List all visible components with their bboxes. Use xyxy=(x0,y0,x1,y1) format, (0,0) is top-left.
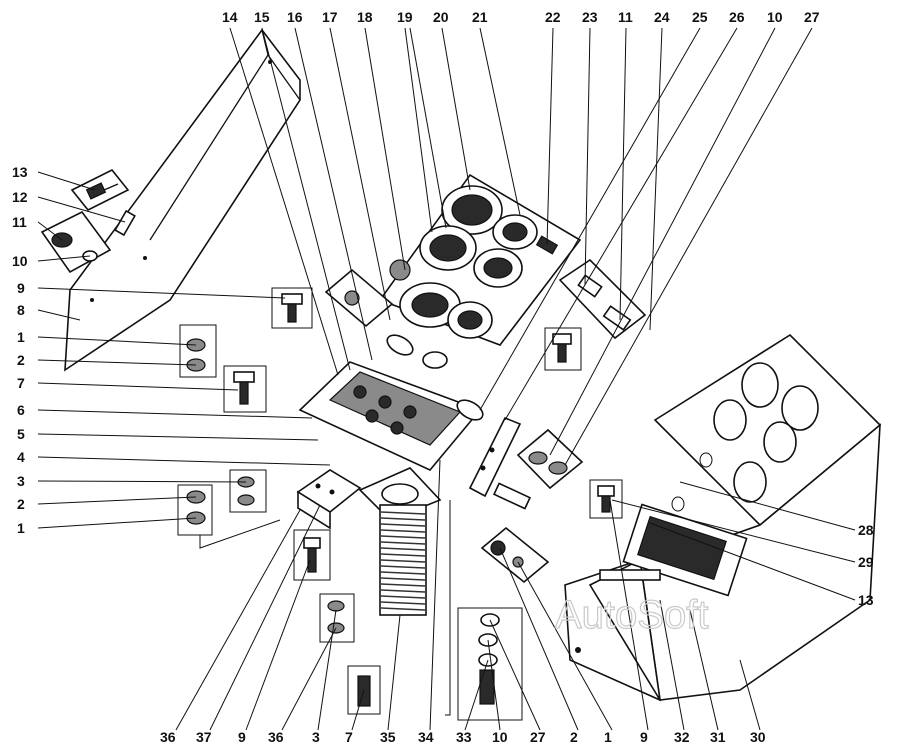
callout-top-6: 19 xyxy=(397,9,413,25)
callout-right-3: 13 xyxy=(858,592,874,608)
lamp-inset xyxy=(324,268,394,328)
callout-top-10: 23 xyxy=(582,9,598,25)
callout-top-7: 20 xyxy=(433,9,449,25)
callout-left-5: 9 xyxy=(17,280,25,296)
hose-rib xyxy=(380,565,426,569)
washer-group-left-lower xyxy=(177,484,213,536)
callout-top-3: 16 xyxy=(287,9,303,25)
callout-top-12: 24 xyxy=(654,9,670,25)
callout-left-1: 13 xyxy=(12,164,28,180)
callout-left-12: 4 xyxy=(17,449,25,465)
bolt-inset-37 xyxy=(293,529,331,581)
callout-left-15: 1 xyxy=(17,520,25,536)
hose-rib xyxy=(380,595,426,599)
callout-top-1: 14 xyxy=(222,9,238,25)
hose-rib xyxy=(380,589,426,593)
callout-left-7: 1 xyxy=(17,329,25,345)
leader-lines xyxy=(37,27,856,731)
callout-top-8: 21 xyxy=(472,9,488,25)
callout-left-6: 8 xyxy=(17,302,25,318)
callout-left-8: 2 xyxy=(17,352,25,368)
watermark-text: AutoSoft xyxy=(555,593,708,637)
washer-inset-26 xyxy=(516,428,584,490)
callout-top-11: 11 xyxy=(618,9,633,25)
bolt-inset-28 xyxy=(589,479,623,519)
indicator-bulbs xyxy=(386,334,484,421)
callout-bottom-16: 31 xyxy=(710,729,726,745)
callout-left-9: 7 xyxy=(17,375,25,391)
hose-rib xyxy=(380,535,426,539)
callout-bottom-6: 7 xyxy=(345,729,353,745)
hose-rib xyxy=(380,517,426,521)
callout-bottom-10: 10 xyxy=(492,729,508,745)
corrugated-hose xyxy=(358,467,442,616)
washer-group-center-left xyxy=(229,469,267,513)
hose-rib xyxy=(380,583,426,587)
screw-inset-top-left xyxy=(70,168,130,212)
callout-bottom-4: 36 xyxy=(268,729,284,745)
washer-inset-36 xyxy=(319,593,355,643)
hose-rib xyxy=(380,577,426,581)
callout-top-2: 15 xyxy=(254,9,270,25)
callout-left-4: 10 xyxy=(12,253,28,269)
callout-bottom-14: 9 xyxy=(640,729,648,745)
callout-right-2: 29 xyxy=(858,554,874,570)
switch-block xyxy=(298,361,482,471)
hose-rib xyxy=(380,511,426,515)
hose-rib xyxy=(380,571,426,575)
callout-bottom-8: 34 xyxy=(418,729,434,745)
callout-top-4: 17 xyxy=(322,9,338,25)
bolt-inset-7 xyxy=(223,365,267,413)
callout-bottom-12: 2 xyxy=(570,729,578,745)
hose-rib xyxy=(380,559,426,563)
callouts-right: 28 29 13 xyxy=(858,522,874,608)
washer-group-left-upper xyxy=(179,324,217,378)
hose-rib xyxy=(380,607,426,611)
relay-box xyxy=(296,469,362,530)
hose-rib xyxy=(380,529,426,533)
callout-top-9: 22 xyxy=(545,9,561,25)
callout-top-15: 10 xyxy=(767,9,783,25)
hose-rib xyxy=(380,553,426,557)
callout-right-1: 28 xyxy=(858,522,874,538)
callout-bottom-11: 27 xyxy=(530,729,546,745)
callout-left-2: 12 xyxy=(12,189,28,205)
callout-bottom-15: 32 xyxy=(674,729,690,745)
callout-bottom-17: 30 xyxy=(750,729,766,745)
connector-inset-22 xyxy=(558,258,647,340)
bolt-inset-11 xyxy=(544,327,582,371)
callout-bottom-3: 9 xyxy=(238,729,246,745)
callout-bottom-13: 1 xyxy=(604,729,612,745)
instrument-housing xyxy=(564,333,882,702)
callout-bottom-7: 35 xyxy=(380,729,396,745)
hose-rib xyxy=(380,601,426,605)
callout-bottom-9: 33 xyxy=(456,729,472,745)
callout-top-13: 25 xyxy=(692,9,708,25)
callout-bottom-1: 36 xyxy=(160,729,176,745)
hose-rib xyxy=(380,541,426,545)
callout-left-14: 2 xyxy=(17,496,25,512)
callout-left-3: 11 xyxy=(12,214,27,230)
hose-rib xyxy=(380,523,426,527)
gauge-cluster xyxy=(378,173,582,346)
callout-bottom-2: 37 xyxy=(196,729,212,745)
callouts-top: 14 15 16 17 18 19 20 21 22 23 11 24 25 26 10 27 xyxy=(222,9,820,25)
connector-strip xyxy=(468,416,522,498)
callout-top-14: 26 xyxy=(729,9,745,25)
callout-left-11: 5 xyxy=(17,426,25,442)
bolt-inset-9 xyxy=(271,287,313,329)
bolt-horizontal xyxy=(492,482,532,510)
callout-top-5: 18 xyxy=(357,9,373,25)
callout-left-13: 3 xyxy=(17,473,25,489)
hose-rib xyxy=(380,547,426,551)
callout-left-10: 6 xyxy=(17,402,25,418)
callout-bottom-5: 3 xyxy=(312,729,320,745)
callout-top-16: 27 xyxy=(804,9,820,25)
bolt-stack-33 xyxy=(457,607,523,721)
nut-inset-2 xyxy=(480,526,550,584)
